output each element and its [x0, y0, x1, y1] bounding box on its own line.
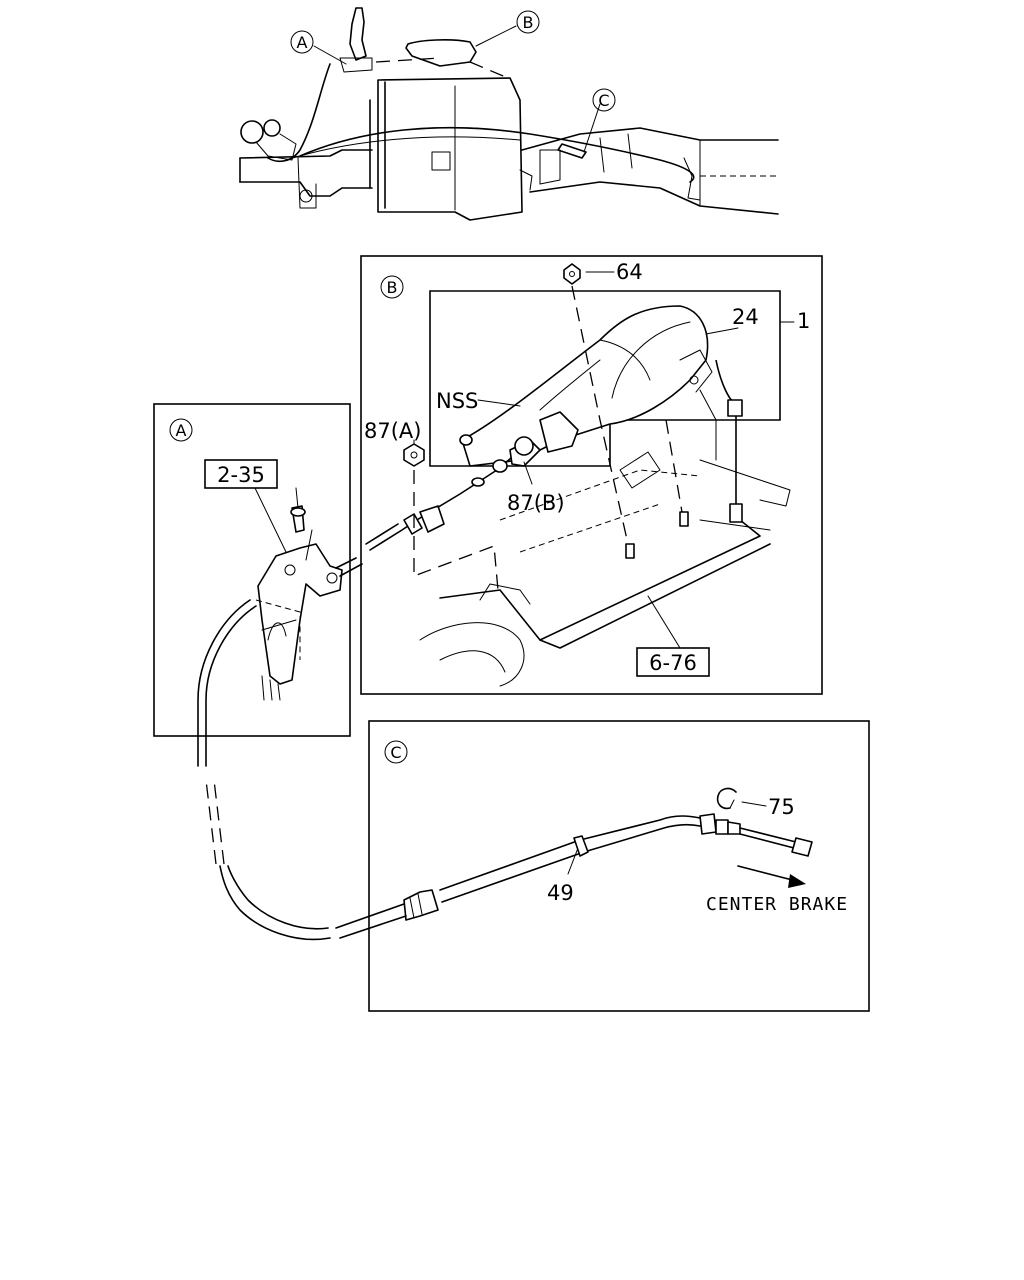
center-brake-arrow	[737, 865, 806, 888]
rear-cable-end	[699, 813, 813, 857]
panel-b-frame	[360, 255, 823, 695]
panel-b: B	[360, 255, 823, 695]
label-87b: 87(B)	[507, 491, 565, 515]
callout-a-top[interactable]: A	[290, 30, 314, 54]
panel-b-letter: B	[380, 275, 404, 299]
svg-text:2-35: 2-35	[217, 463, 265, 487]
svg-text:B: B	[523, 13, 534, 32]
label-24: 24	[732, 305, 759, 329]
label-75: 75	[768, 795, 795, 819]
floor-console	[419, 419, 791, 687]
nut-87a[interactable]	[403, 443, 425, 467]
label-49: 49	[547, 881, 574, 905]
label-nss: NSS	[436, 389, 478, 413]
svg-text:C: C	[390, 743, 401, 762]
switch-connector	[727, 399, 743, 523]
panel-c-frame	[368, 720, 870, 1012]
callout-c-top[interactable]: C	[592, 88, 616, 112]
shift-lever-bracket	[255, 487, 343, 701]
front-cable	[365, 436, 541, 551]
panel-a-letter: A	[169, 418, 193, 442]
panel-a: A 2-35	[153, 403, 351, 737]
svg-text:C: C	[598, 91, 609, 110]
clip-75[interactable]	[716, 787, 737, 810]
label-64: 64	[616, 260, 643, 284]
label-87a: 87(A)	[364, 419, 421, 443]
nut-64[interactable]	[563, 263, 581, 285]
callout-b-top[interactable]: B	[516, 10, 540, 34]
ref-box-2-35[interactable]: 2-35	[204, 459, 278, 489]
panel-c-letter: C	[384, 740, 408, 764]
svg-text:6-76: 6-76	[649, 651, 697, 675]
brake-cable-49[interactable]	[197, 557, 701, 941]
overview-drawing: A B C	[239, 7, 779, 221]
svg-text:A: A	[297, 33, 308, 52]
handbrake-lever-assembly[interactable]	[459, 305, 743, 467]
ref-box-6-76[interactable]: 6-76	[636, 647, 710, 677]
label-1: 1	[797, 309, 810, 333]
nut-87b[interactable]	[492, 459, 508, 473]
panel-c: C 75 49 CENTER BRAKE	[368, 720, 870, 1012]
svg-text:B: B	[387, 278, 398, 297]
svg-text:A: A	[176, 421, 187, 440]
center-brake-label: CENTER BRAKE	[706, 894, 848, 915]
